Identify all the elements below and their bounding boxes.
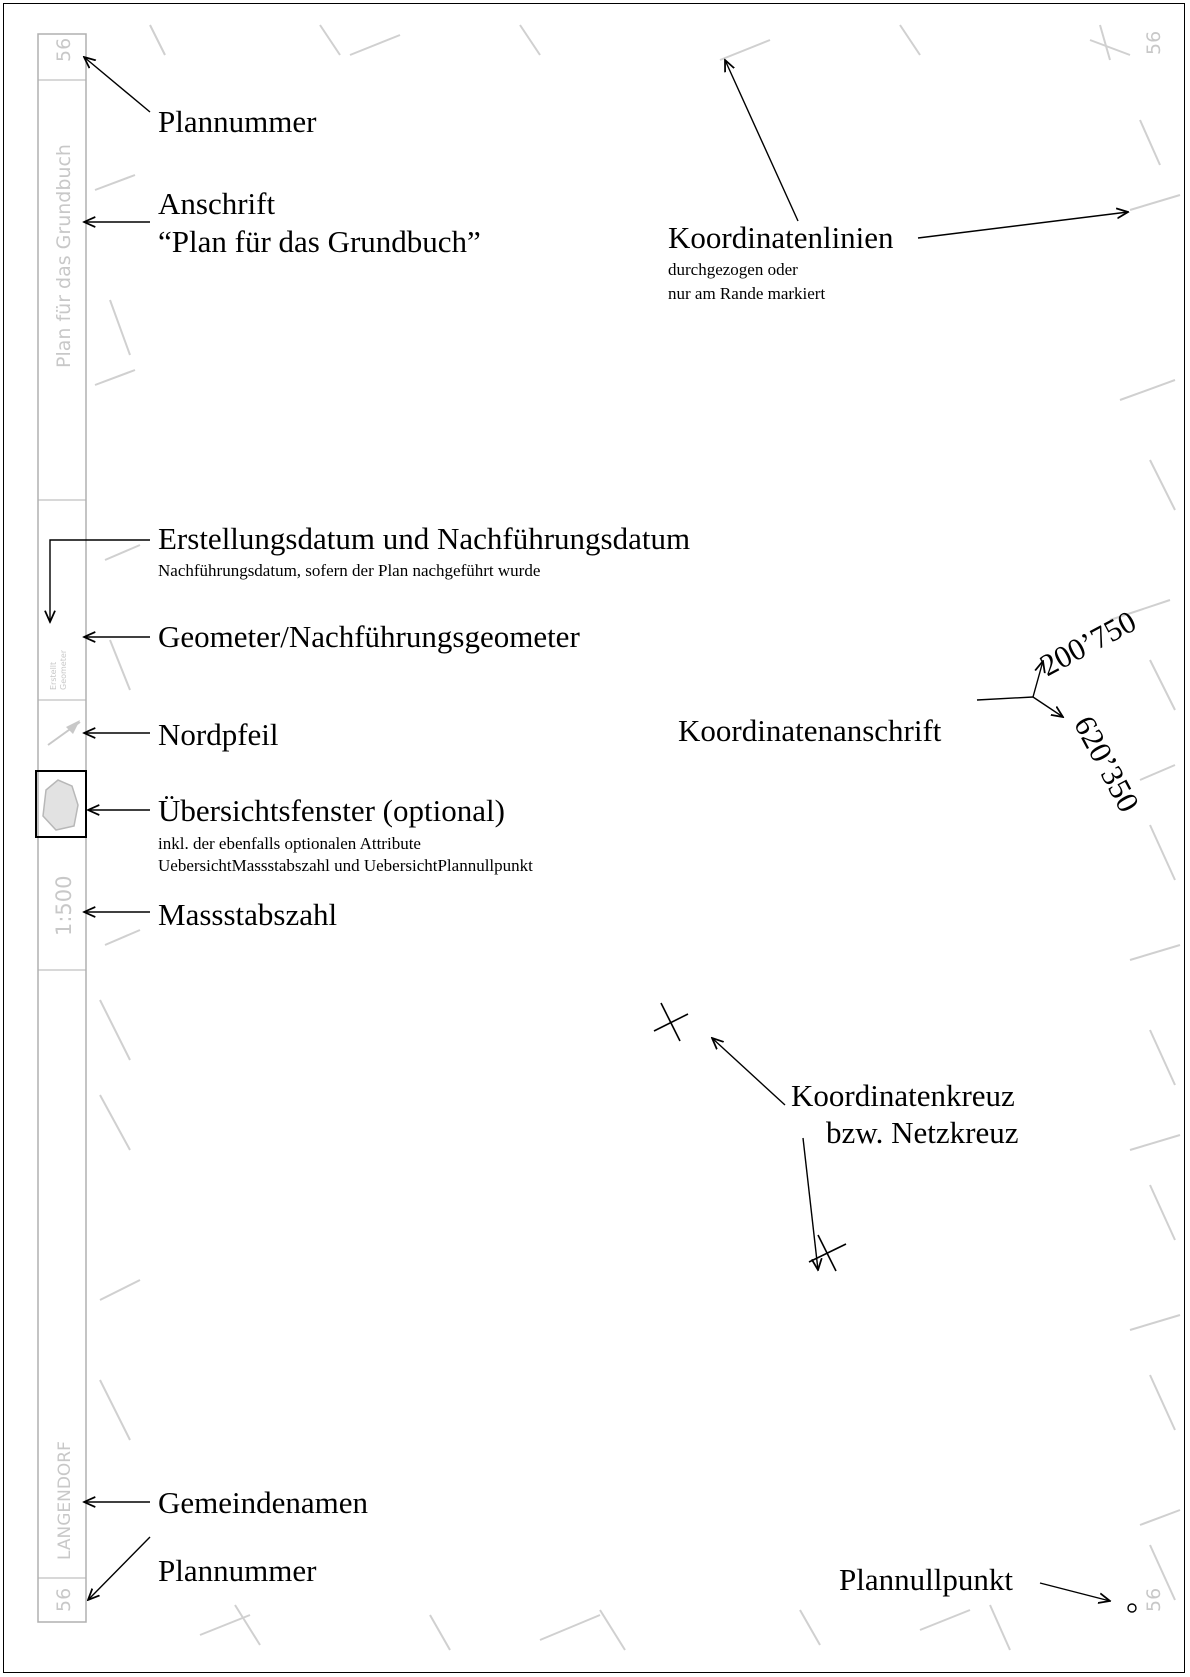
strip-municipality: LANGENDORF [55,1441,75,1560]
strip-plan-number-bottom: 56 [53,1588,75,1612]
plan-frame [3,3,1185,1673]
label-anschrift-quote: “Plan für das Grundbuch” [158,224,481,259]
strip-plan-number-top: 56 [53,38,75,62]
label-plannummer-bottom: Plannummer [158,1553,317,1588]
north-arrow-icon [47,720,81,746]
arrow-erstellungsdatum [50,539,150,622]
arrow-coord-east [1032,661,1043,698]
label-geometer: Geometer/Nachführungsgeometer [158,619,580,654]
arrow-kreuz-lower [802,1137,818,1270]
label-erstellungsdatum-note: Nachführungsdatum, sofern der Plan nachg… [158,561,541,580]
label-anschrift: Anschrift [158,186,276,221]
corner-plan-number-bottom: 56 [1143,1588,1165,1612]
arrow-kreuz-upper [712,1038,786,1106]
arrow-plannullpunkt [1039,1582,1110,1601]
strip-geometer-line1: Erstellt [49,662,58,690]
label-uebersicht-note1: inkl. der ebenfalls optionalen Attribute [158,834,421,853]
overview-parcel-shape [42,779,79,831]
label-nordpfeil: Nordpfeil [158,717,279,752]
label-koordinatenlinien-note2: nur am Rande markiert [668,284,826,303]
corner-plan-number-top: 56 [1143,31,1165,55]
info-strip [35,33,87,1623]
label-uebersicht-note2: UebersichtMassstabszahl und UebersichtPl… [158,856,533,875]
label-massstab: Massstabszahl [158,897,338,932]
arrow-coord-north [1032,696,1063,717]
label-uebersicht: Übersichtsfenster (optional) [158,793,505,828]
label-plannummer-top: Plannummer [158,104,317,139]
label-koordinatenkreuz: Koordinatenkreuz [791,1078,1015,1113]
strip-title: Plan für das Grundbuch [53,144,75,368]
arrow-koordinatenlinien-top [725,60,799,222]
overview-window [35,770,87,838]
plan-zero-point [1127,1603,1137,1613]
label-koordinatenanschrift: Koordinatenanschrift [678,713,942,748]
coordinate-cross-lower [808,1234,847,1272]
label-koordinatenlinien-note1: durchgezogen oder [668,260,798,279]
strip-scale: 1:500 [52,875,76,936]
arrow-plannummer-bottom [88,1536,151,1600]
callout-arrows [50,57,1128,1601]
coordinate-label-leader [976,696,1034,701]
label-erstellungsdatum: Erstellungsdatum und Nachführungsdatum [158,521,691,556]
arrow-plannummer-top [84,57,151,113]
coordinate-cross-upper [653,1002,689,1042]
strip-geometer-line2: Geometer [59,649,68,690]
label-koordinatenlinien: Koordinatenlinien [668,220,894,255]
arrow-koordinatenlinien-right [917,212,1128,239]
label-netzkreuz: bzw. Netzkreuz [826,1115,1019,1150]
coordinate-line-markers [94,24,1181,1651]
label-gemeinde: Gemeindenamen [158,1485,369,1520]
label-plannullpunkt: Plannullpunkt [839,1562,1013,1597]
